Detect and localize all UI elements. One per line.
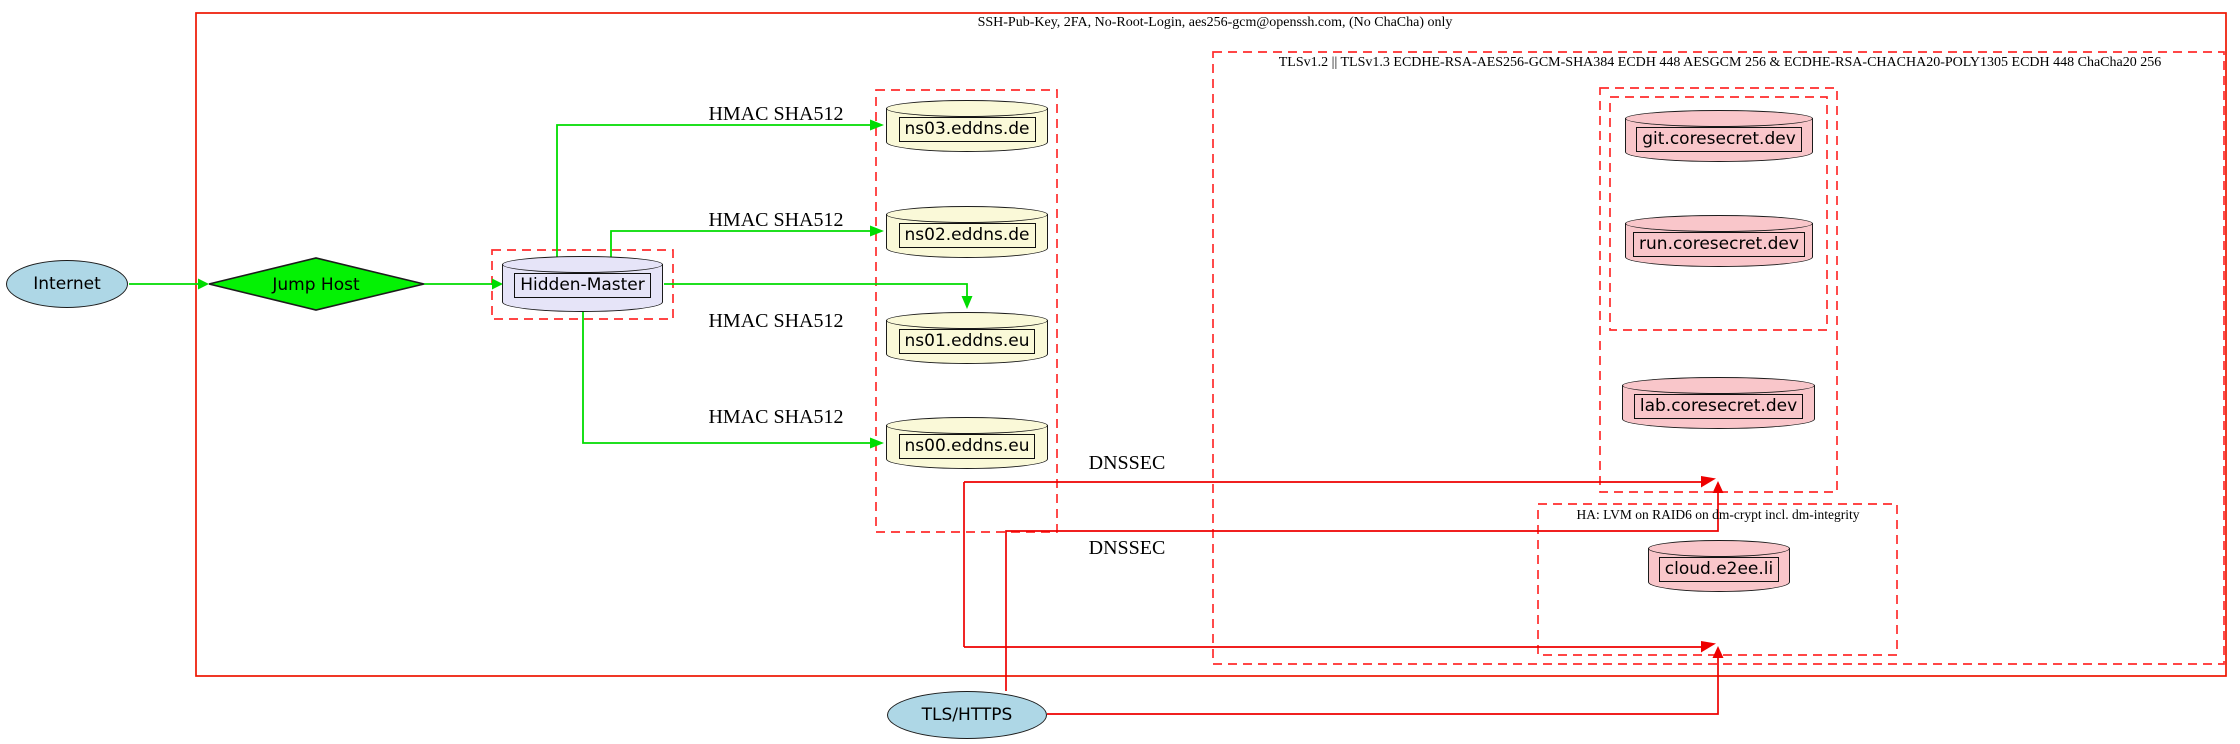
edge-hm-ns00 (582, 312, 870, 444)
cylinder-top (502, 256, 663, 273)
node-hidden-master-label: Hidden-Master (514, 273, 651, 298)
node-tls-https: TLS/HTTPS (887, 691, 1047, 739)
cluster-tls-box (1212, 51, 2225, 665)
node-lab-coresecret: lab.coresecret.dev (1622, 377, 1815, 429)
green-arrowheads (198, 119, 973, 449)
green-edges (129, 124, 968, 444)
arrowhead (1701, 641, 1716, 653)
node-ns01: ns01.eddns.eu (886, 312, 1048, 364)
arrowhead (961, 296, 973, 309)
edge-label-hmac-ns01: HMAC SHA512 (708, 310, 844, 332)
node-ns02: ns02.eddns.de (886, 206, 1048, 258)
node-ns02-label: ns02.eddns.de (898, 223, 1036, 248)
cluster-ha-label: HA: LVM on RAID6 on dm-crypt incl. dm-in… (1576, 507, 1860, 522)
cluster-tls-label: TLSv1.2 || TLSv1.3 ECDHE-RSA-AES256-GCM-… (1278, 55, 2162, 70)
cylinder-top (1648, 540, 1790, 557)
edge-hm-ns01 (664, 283, 968, 296)
edge-label-dnssec-1: DNSSEC (1088, 452, 1166, 474)
node-tls-https-label: TLS/HTTPS (921, 705, 1013, 725)
cylinder-top (1622, 377, 1815, 394)
node-cloud-e2ee: cloud.e2ee.li (1648, 540, 1790, 592)
red-edges (963, 481, 1719, 715)
arrowhead (492, 278, 503, 290)
arrowhead (1712, 481, 1724, 493)
edge-tls-coresecret (1005, 493, 1719, 691)
edge-hm-ns02 (610, 230, 870, 257)
arrowhead (870, 119, 884, 131)
arrowhead (198, 278, 209, 290)
node-git-label: git.coresecret.dev (1636, 127, 1802, 152)
arrowhead (870, 437, 884, 449)
arrowhead (1701, 476, 1716, 488)
red-arrowheads (1701, 476, 1724, 658)
node-ns01-label: ns01.eddns.eu (898, 329, 1036, 354)
edge-tls-ha (1047, 658, 1719, 715)
cylinder-top (886, 100, 1048, 117)
cylinder-body (1625, 223, 1813, 267)
edge-hm-ns03 (556, 124, 870, 257)
node-run-coresecret: run.coresecret.dev (1625, 215, 1813, 267)
edge-label-hmac-ns02: HMAC SHA512 (708, 209, 844, 231)
edge-label-dnssec-2: DNSSEC (1088, 537, 1166, 559)
jump-host-diamond (208, 257, 425, 311)
node-internet-label: Internet (33, 274, 101, 294)
cylinder-top (886, 206, 1048, 223)
node-ns03-label: ns03.eddns.de (898, 117, 1036, 142)
cylinder-top (1625, 215, 1813, 232)
node-git-coresecret: git.coresecret.dev (1625, 110, 1813, 162)
cylinder-top (886, 417, 1048, 434)
node-run-label: run.coresecret.dev (1633, 232, 1805, 257)
arrowhead (870, 225, 884, 237)
node-ns00: ns00.eddns.eu (886, 417, 1048, 469)
cluster-coresecret-box (1599, 87, 1838, 493)
node-ns00-label: ns00.eddns.eu (898, 434, 1036, 459)
cluster-nameservers-box (875, 89, 1058, 533)
edge-label-hmac-ns03: HMAC SHA512 (708, 103, 844, 125)
node-cloud-label: cloud.e2ee.li (1658, 557, 1780, 582)
cylinder-top (886, 312, 1048, 329)
edge-label-hmac-ns00: HMAC SHA512 (708, 406, 844, 428)
cluster-ssh-box (195, 12, 2227, 677)
node-jump-host-label: Jump Host (272, 275, 360, 295)
cluster-ssh-label: SSH-Pub-Key, 2FA, No-Root-Login, aes256-… (977, 15, 1453, 30)
arrowhead (1712, 646, 1724, 658)
node-ns03: ns03.eddns.de (886, 100, 1048, 152)
cluster-git-run-box (1609, 96, 1828, 331)
node-hidden-master: Hidden-Master (502, 256, 663, 312)
node-lab-label: lab.coresecret.dev (1633, 394, 1804, 419)
cylinder-top (1625, 110, 1813, 127)
node-internet: Internet (6, 260, 128, 308)
